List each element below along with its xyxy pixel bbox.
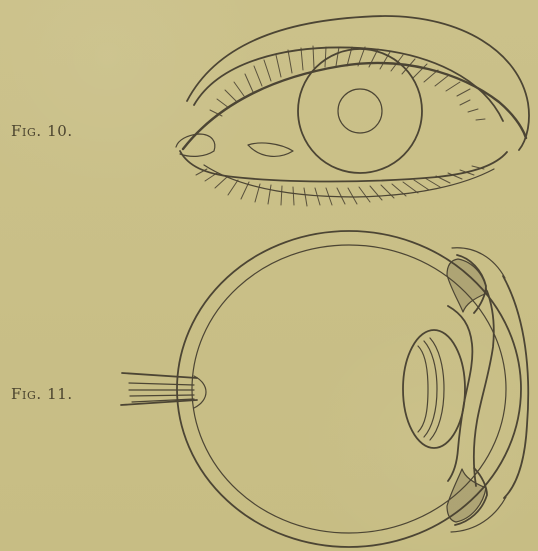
eye-cross-section-illustration	[121, 231, 528, 547]
optic-nerve-upper	[122, 373, 197, 378]
pupil-outline	[338, 89, 382, 133]
upper-eyelashes	[210, 46, 485, 120]
lens-outline	[403, 330, 465, 448]
anterior-iris-line	[474, 291, 494, 486]
light-reflection	[248, 143, 293, 156]
lens-shading	[424, 341, 437, 437]
posterior-iris-line	[448, 306, 472, 481]
cornea-front	[503, 276, 528, 498]
lens-shading	[418, 346, 428, 432]
upper-eyelid-outline	[187, 16, 529, 150]
eye-front-illustration	[176, 16, 529, 206]
iris-outline	[298, 49, 422, 173]
upper-lid-margin	[183, 63, 526, 149]
lower-eyelashes	[196, 166, 484, 206]
optic-nerve-entry	[194, 376, 206, 408]
optic-nerve-fibers	[129, 383, 194, 402]
